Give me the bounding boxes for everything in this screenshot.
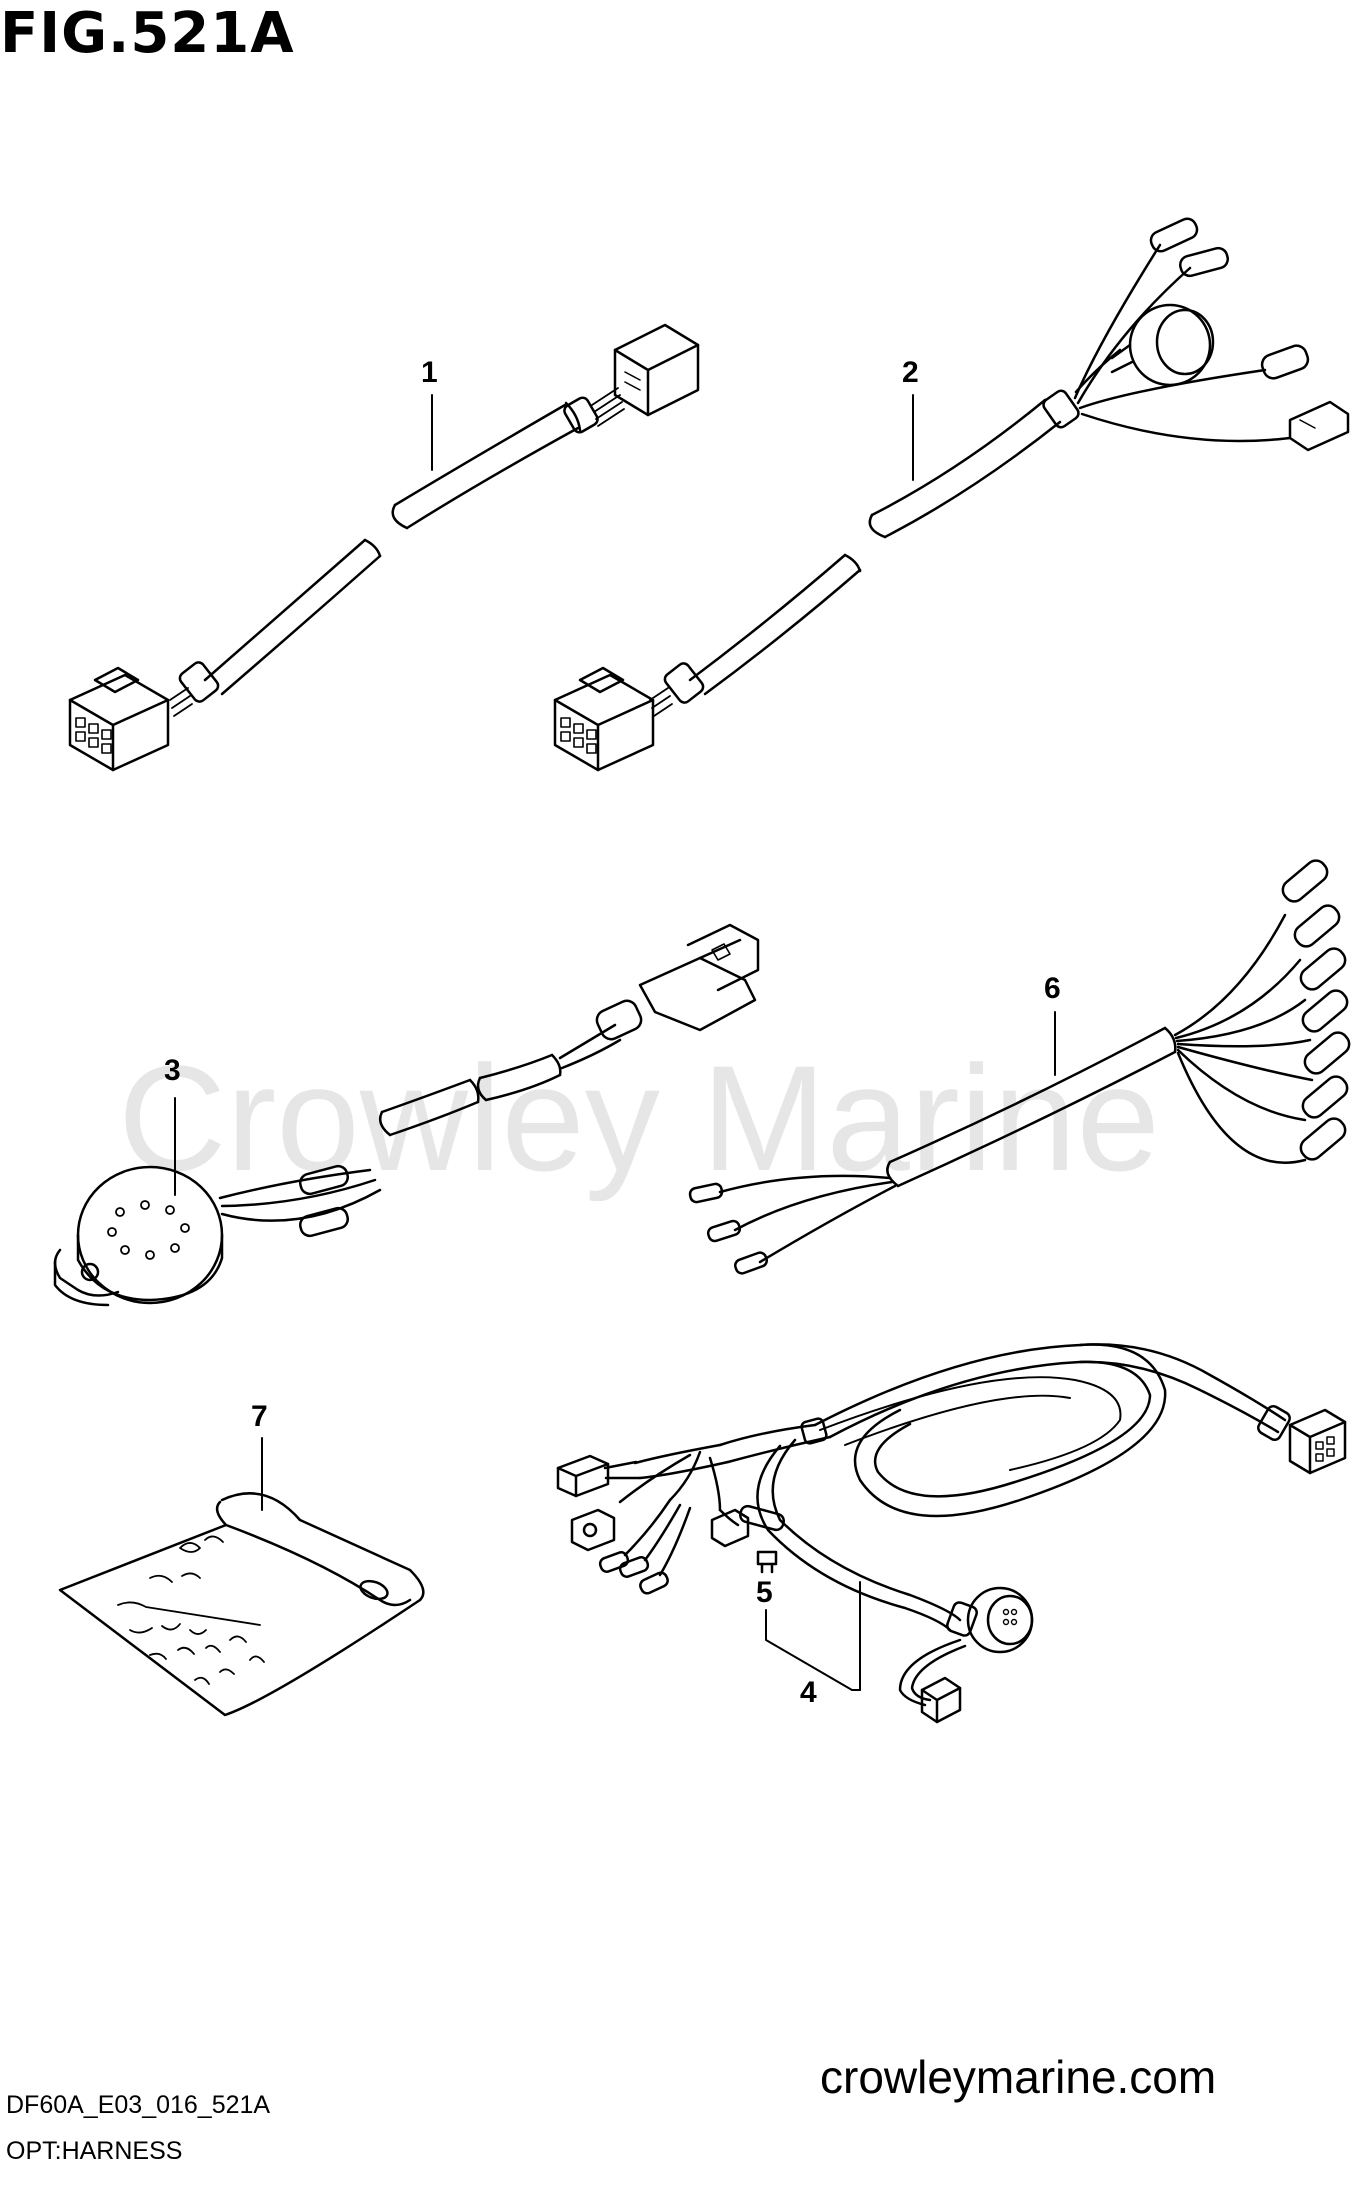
watermark: Crowley Marine: [118, 1034, 1160, 1202]
part-5-fuse: [756, 1550, 778, 1574]
part-6-harness: [688, 859, 1351, 1275]
part-2-harness: [553, 217, 1350, 772]
drawing-code: DF60A_E03_016_521A: [6, 2091, 271, 2119]
part-4-main-harness: [556, 1343, 1347, 1724]
callout-7: 7: [251, 1400, 268, 1433]
leader-lines: [174, 394, 1056, 1691]
callout-3: 3: [164, 1054, 181, 1087]
figure-title: FIG.521A: [0, 1, 295, 66]
callout-4: 4: [800, 1676, 817, 1709]
callout-1: 1: [421, 356, 438, 389]
website-label: crowleymarine.com: [820, 2051, 1217, 2103]
callout-2: 2: [902, 356, 919, 389]
callout-5: 5: [756, 1576, 773, 1609]
part-7-bag: [58, 1492, 425, 1717]
diagram-caption: OPT:HARNESS: [6, 2137, 183, 2165]
callout-6: 6: [1044, 972, 1061, 1005]
part-1-harness: [68, 323, 700, 772]
part-3-buzzer: [53, 923, 760, 1307]
